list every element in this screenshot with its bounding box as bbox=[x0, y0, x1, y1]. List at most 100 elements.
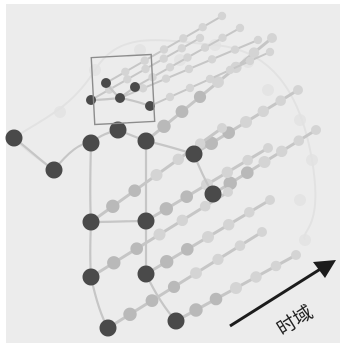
current-node bbox=[137, 265, 155, 283]
current-node bbox=[45, 161, 63, 179]
time-chain-node bbox=[241, 166, 254, 179]
highlight-window bbox=[90, 53, 156, 126]
time-chain-node bbox=[172, 153, 184, 165]
current-node bbox=[5, 129, 23, 147]
background-node bbox=[134, 44, 146, 56]
background-node bbox=[54, 106, 66, 118]
time-chain-node bbox=[204, 136, 218, 150]
current-node bbox=[109, 121, 127, 139]
front-graph-edge bbox=[89, 142, 93, 223]
time-chain-node bbox=[258, 156, 271, 168]
time-chain-node bbox=[184, 64, 194, 74]
window-node bbox=[145, 101, 155, 111]
time-chain-node bbox=[183, 53, 192, 62]
current-node bbox=[137, 132, 155, 150]
time-chain-node bbox=[150, 169, 163, 181]
time-chain-node bbox=[223, 187, 233, 197]
graph-nodes bbox=[5, 78, 222, 337]
time-chain-node bbox=[217, 123, 227, 133]
time-chain-node bbox=[217, 11, 227, 21]
time-chain-node bbox=[263, 143, 273, 153]
time-chain-node bbox=[121, 67, 130, 77]
current-node bbox=[167, 312, 185, 330]
time-chain-node bbox=[138, 84, 148, 93]
time-chain-node bbox=[248, 47, 260, 58]
time-chain-node bbox=[235, 23, 245, 33]
time-chain-node bbox=[179, 34, 188, 43]
time-chain-node bbox=[177, 44, 186, 53]
time-chain-node bbox=[244, 207, 255, 218]
time-chain-node bbox=[165, 92, 175, 102]
time-chain-node bbox=[195, 33, 205, 43]
current-node bbox=[82, 213, 100, 231]
window-node bbox=[115, 93, 125, 103]
background-node bbox=[262, 84, 274, 96]
time-chain-node bbox=[175, 105, 189, 118]
current-node bbox=[82, 134, 100, 152]
background-edge bbox=[13, 39, 317, 241]
time-chain-node bbox=[140, 56, 149, 65]
time-chain-node bbox=[223, 219, 235, 231]
time-chain-node bbox=[106, 199, 120, 213]
time-chain-node bbox=[223, 176, 237, 190]
current-node bbox=[82, 268, 100, 286]
time-chain-node bbox=[160, 255, 174, 269]
time-chain-node bbox=[311, 125, 321, 135]
window-node bbox=[130, 82, 140, 92]
window-node bbox=[101, 78, 111, 88]
time-chain-node bbox=[207, 55, 217, 64]
time-chain-node bbox=[161, 74, 171, 83]
time-chain-node bbox=[181, 243, 194, 256]
time-chain-node bbox=[157, 119, 171, 133]
time-chain-node bbox=[250, 271, 262, 283]
time-chain-node bbox=[275, 95, 287, 106]
time-chain-node bbox=[230, 45, 240, 54]
time-chain-node bbox=[212, 253, 224, 265]
time-chain-node bbox=[293, 135, 305, 146]
time-chain-node bbox=[159, 54, 168, 63]
time-chain-node bbox=[257, 227, 267, 237]
time-chain-node bbox=[176, 214, 188, 226]
time-chain-node bbox=[257, 105, 269, 118]
time-chain-node bbox=[193, 90, 207, 103]
window-node bbox=[86, 95, 96, 105]
time-chain-node bbox=[128, 184, 141, 197]
time-chain-node bbox=[159, 202, 173, 216]
time-chain-node bbox=[159, 45, 169, 54]
time-chain-node bbox=[245, 56, 255, 66]
time-chain-node bbox=[130, 242, 143, 255]
time-chain-node bbox=[242, 154, 253, 166]
current-node bbox=[99, 319, 117, 337]
time-chain-node bbox=[123, 307, 137, 321]
time-chain-node bbox=[293, 85, 303, 95]
current-node bbox=[137, 212, 155, 230]
time-chain-node bbox=[276, 145, 288, 157]
time-chain-node bbox=[234, 240, 246, 251]
time-chain-node bbox=[200, 43, 210, 52]
time-chain-node bbox=[267, 33, 277, 43]
time-chain-node bbox=[225, 65, 235, 75]
time-axis-arrow bbox=[229, 260, 336, 328]
time-chain-node bbox=[270, 260, 282, 272]
time-chain-node bbox=[190, 267, 202, 279]
time-chain-node bbox=[240, 116, 252, 128]
time-chain-node bbox=[265, 47, 275, 57]
time-chain-node bbox=[107, 256, 121, 270]
time-chain-node bbox=[253, 35, 263, 45]
background-node bbox=[294, 194, 306, 206]
time-chain-node bbox=[221, 166, 233, 178]
time-chain-node bbox=[212, 76, 224, 88]
time-chain-node bbox=[145, 294, 159, 307]
time-chain-node bbox=[167, 280, 181, 293]
current-node bbox=[204, 185, 222, 203]
time-chain-node bbox=[198, 23, 207, 32]
time-chain-node bbox=[199, 200, 211, 212]
time-chain-node bbox=[230, 282, 242, 294]
time-chain-node bbox=[153, 228, 166, 241]
time-chain-node bbox=[205, 74, 215, 84]
time-chain-node bbox=[141, 64, 150, 74]
time-chain-node bbox=[189, 303, 203, 317]
time-chain-node bbox=[185, 83, 195, 93]
